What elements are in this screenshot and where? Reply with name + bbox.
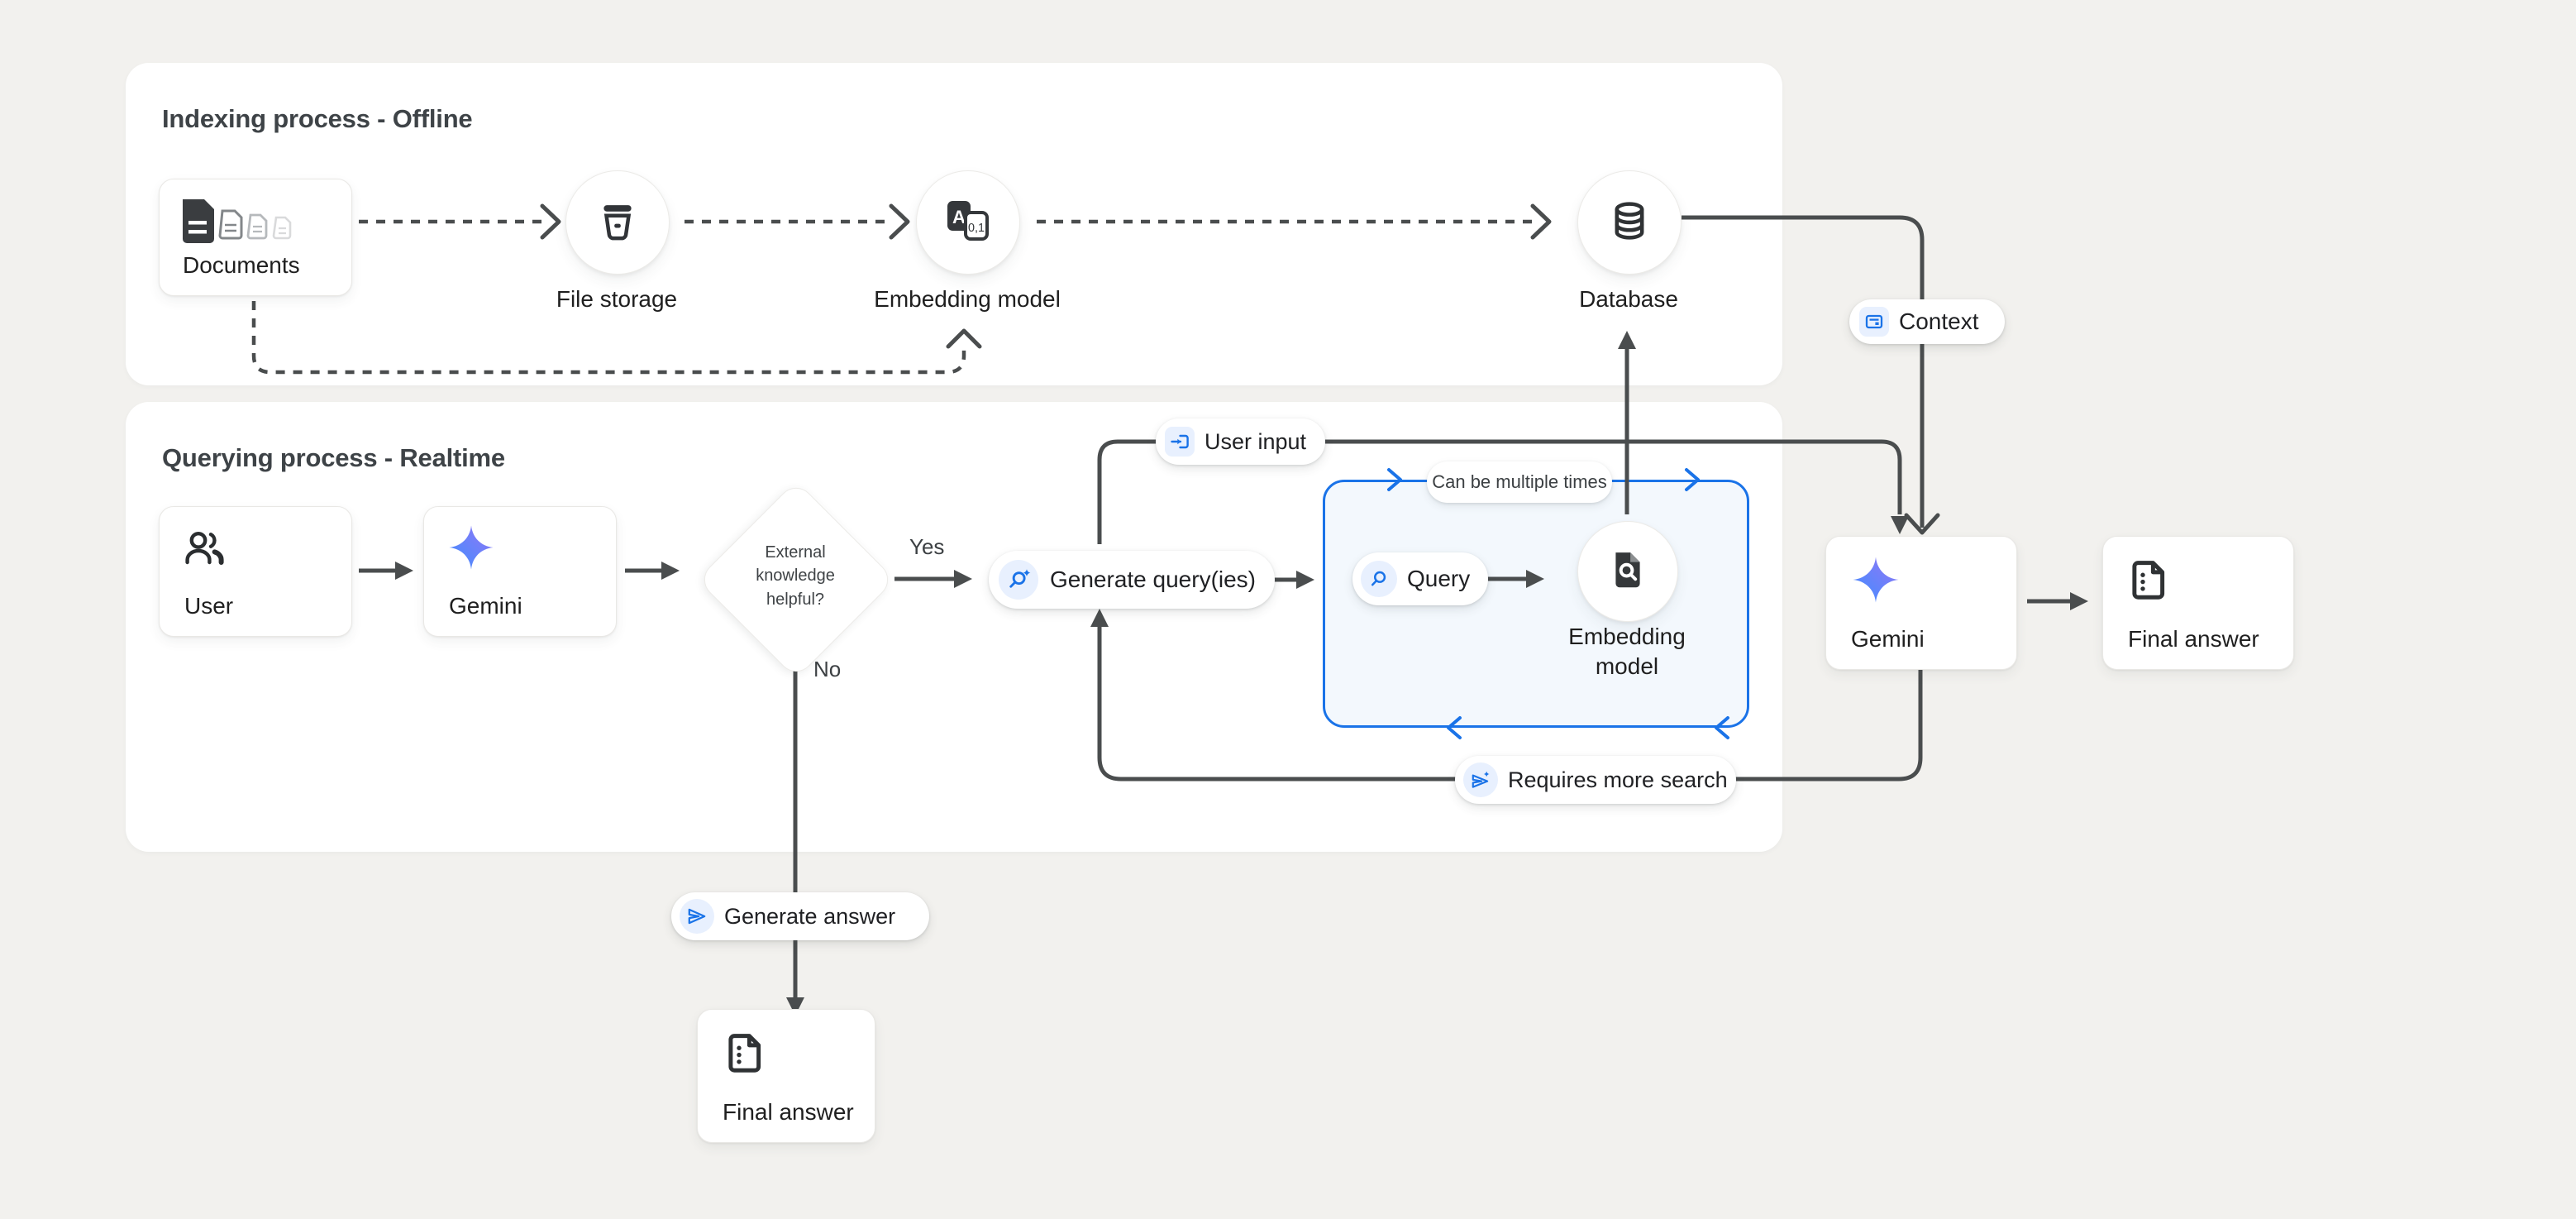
database-node — [1577, 170, 1682, 275]
translate-az-icon: A 0,1 — [946, 199, 990, 246]
no-label: No — [813, 657, 842, 681]
final-answer-bottom-label: Final answer — [723, 1099, 854, 1125]
generate-answer-badge: Generate answer — [671, 892, 929, 940]
send-icon — [680, 899, 714, 934]
context-badge: Context — [1849, 299, 2005, 344]
bucket-icon — [595, 198, 640, 247]
documents-stack-icon — [181, 198, 305, 250]
querying-panel-title: Querying process - Realtime — [162, 443, 505, 472]
generate-answer-label: Generate answer — [724, 903, 896, 929]
final-answer-right-node: Final answer — [2102, 536, 2294, 670]
final-answer-right-label: Final answer — [2128, 626, 2259, 652]
documents-node: Documents — [159, 179, 352, 296]
generate-queries-node: Generate query(ies) — [989, 551, 1275, 609]
user-input-label: User input — [1205, 428, 1307, 454]
query-label: Query — [1407, 566, 1471, 591]
answer-document-icon — [2128, 558, 2173, 607]
context-label: Context — [1899, 308, 1979, 334]
gemini-sparkle-icon — [1851, 555, 1901, 609]
search-icon — [1361, 561, 1397, 597]
embedding-model-bottom-label: Embedding model — [1568, 624, 1686, 680]
input-arrow-icon — [1165, 427, 1195, 457]
svg-text:A: A — [952, 207, 966, 227]
user-input-badge: User input — [1156, 418, 1325, 465]
user-node: User — [159, 506, 352, 637]
embedding-model-top-label: Embedding model — [874, 286, 1061, 312]
svg-text:0,1: 0,1 — [968, 222, 985, 235]
embedding-model-top-node: A 0,1 — [916, 170, 1020, 275]
gemini-left-node: Gemini — [423, 506, 617, 637]
document-search-icon — [1607, 549, 1648, 595]
decision-question: External knowledge helpful? — [756, 543, 835, 609]
file-storage-label: File storage — [556, 286, 678, 312]
yes-label: Yes — [909, 534, 945, 559]
requires-more-search-label: Requires more search — [1508, 767, 1728, 792]
database-icon — [1608, 199, 1651, 246]
user-label: User — [184, 593, 234, 619]
generate-queries-label: Generate query(ies) — [1050, 566, 1257, 592]
context-icon — [1859, 307, 1889, 337]
query-node: Query — [1352, 552, 1488, 605]
gemini-right-label: Gemini — [1851, 626, 1925, 652]
gemini-right-node: Gemini — [1825, 536, 2017, 670]
file-storage-node — [565, 170, 670, 275]
users-icon — [183, 527, 226, 574]
gemini-left-label: Gemini — [449, 593, 522, 619]
answer-document-icon — [724, 1031, 769, 1080]
embedding-model-bottom-node — [1577, 521, 1678, 622]
search-spark-icon — [999, 560, 1038, 600]
gemini-sparkle-icon — [447, 523, 495, 576]
final-answer-bottom-node: Final answer — [697, 1009, 875, 1143]
can-be-multiple-times-note: Can be multiple times — [1427, 461, 1612, 503]
requires-more-search-badge: Requires more search — [1455, 756, 1736, 804]
database-label: Database — [1579, 286, 1678, 312]
send-spark-icon — [1463, 762, 1498, 797]
indexing-panel-title: Indexing process - Offline — [162, 104, 473, 133]
documents-label: Documents — [183, 252, 300, 278]
